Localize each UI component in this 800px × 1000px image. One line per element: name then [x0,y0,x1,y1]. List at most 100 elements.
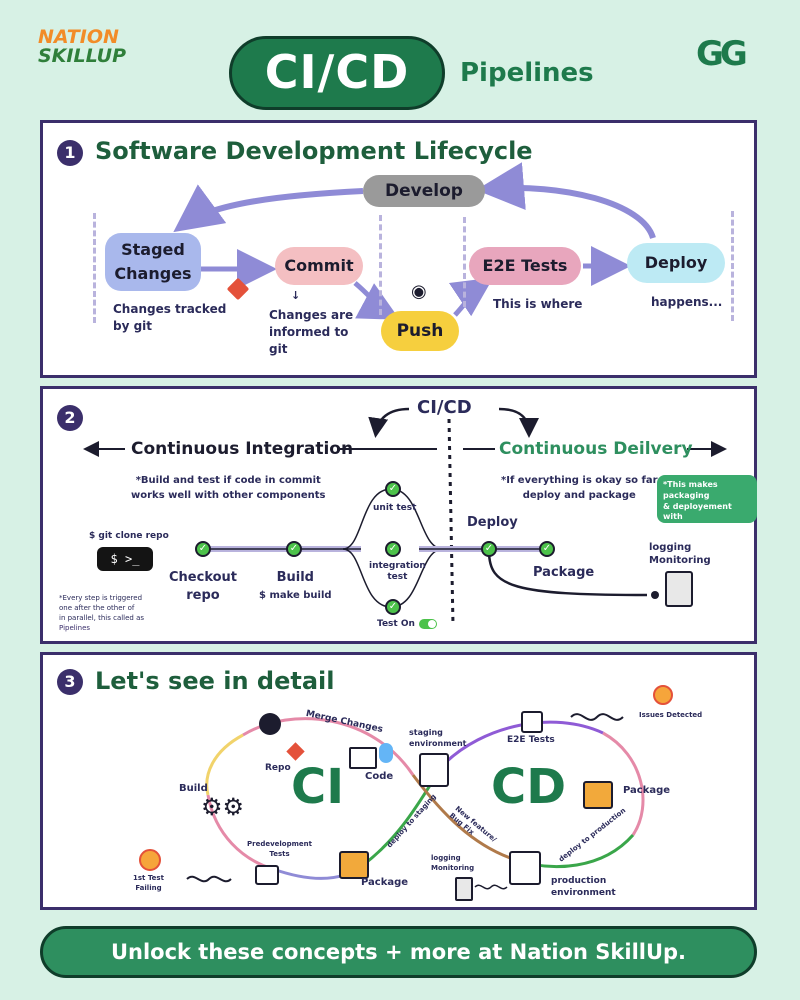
test-toggle[interactable] [419,619,437,629]
logo-line1: NATION [38,26,119,48]
note-staged-line2: by git [113,319,153,333]
ci-note-line1: *Build and test if code in commit [135,475,321,486]
section1-title: Software Development Lifecycle [95,137,533,165]
package-right-label: Package [623,785,671,796]
arrow-cicd-right [498,407,539,438]
first-test-label: 1st Test Failing [133,873,164,893]
package-label: Package [533,565,595,580]
staged-line1: Staged [121,240,185,259]
e2e-tests-label: E2E Tests [507,735,555,745]
integration-label: integration test [369,561,426,583]
section-pipeline: 2 CI/CD Continuous Integration Continuou… [40,386,757,644]
ci-note-line2: works well with other components [131,490,326,501]
note-commit-line2: informed to [269,325,349,339]
note-staged: Changes tracked by git [113,301,226,335]
ci-note: *Build and test if code in commit works … [131,473,326,503]
section2-number: 2 [57,405,83,431]
divider [379,215,382,315]
repo-label: Repo [265,763,291,773]
unit-test-check-icon: ✓ [385,481,401,497]
staging-line1: staging [409,728,443,737]
cd-note-line1: *If everything is okay so far [501,475,658,486]
logo-line2: SKILLUP [38,45,127,67]
note-commit-line3: git [269,342,288,356]
loop-cd-right [602,731,645,836]
e2e-tests-box: E2E Tests [469,247,581,285]
git-clone-text: $ git clone repo [89,531,169,541]
deploy-check-icon: ✓ [481,541,497,557]
arrow-develop-to-staged [173,184,364,233]
pipeline-note-line4: Pipelines [59,624,91,632]
logging-label: logging Monitoring [431,853,474,873]
arrow-push-to-e2e [448,277,494,317]
predev-line1: Predevelopment [247,840,312,848]
alert-badge-icon [139,849,161,871]
arrow-cicd-left [368,407,410,438]
checkout-check-icon: ✓ [195,541,211,557]
footer-banner[interactable]: Unlock these concepts + more at Nation S… [40,926,757,978]
note-commit-line1: Changes are [269,308,354,322]
cicd-label: CI/CD [417,397,472,418]
checkout-line1: Checkout [169,570,238,585]
integration-line2: test [387,572,408,582]
issues-detected-label: Issues Detected [639,711,703,719]
e2e-report-icon [521,711,543,733]
page-subtitle: Pipelines [460,58,594,88]
package-box-icon [583,781,613,809]
logging-line2: Monitoring [431,864,475,872]
build-check-icon: ✓ [286,541,302,557]
squiggle-logging [474,884,508,890]
clipboard-icon [455,877,473,901]
build-label: Build $ make build [259,569,332,605]
nation-skillup-logo: NATION SKILLUP [38,28,126,66]
ci-label: Continuous Integration [131,439,354,459]
checkout-label: Checkout repo [169,569,237,605]
note-commit: Changes are informed to git [269,307,353,358]
pipeline-note-line2: one after the other of [59,604,135,612]
section3-number: 3 [57,669,83,695]
note-staged-line1: Changes tracked [113,302,227,316]
gfg-logo: GG [696,34,748,74]
note-deploy: happens... [651,295,723,309]
logging-line1: logging [431,854,461,862]
squiggle-left [186,875,232,883]
build-line2: $ make build [259,590,332,601]
squiggle-right [570,713,624,721]
gears-icon: ⚙⚙ [201,793,245,821]
speed-note-line2: & deployement with [663,501,732,522]
logging-label: logging Monitoring [649,541,711,567]
down-arrow-icon: ↓ [291,289,301,302]
section-sdlc: 1 Software Development Lifecycle Develop… [40,120,757,378]
gopher-icon [379,743,393,763]
github-icon [259,713,281,735]
predev-line2: Tests [269,850,290,858]
arrow-deploy-to-develop [476,162,656,240]
page-title: CI/CD [229,36,445,110]
build-line1: Build [276,570,314,585]
alert-badge-icon [653,685,673,705]
divider [731,211,734,321]
divider [93,213,96,323]
code-label: Code [365,771,394,782]
pipeline-branch-top [342,488,444,550]
cd-big-label: CD [491,759,567,815]
integration-line1: integration [369,561,426,571]
pipeline-note: *Every step is triggered one after the o… [59,593,144,633]
logging-line1: logging [649,542,692,553]
cd-label: Continuous Deilvery [499,439,693,459]
production-label: production environment [551,875,616,899]
section1-number: 1 [57,140,83,166]
pipeline-lines [83,407,727,626]
note-e2e: This is where [493,297,583,311]
arrow-commit-to-push [353,281,400,320]
server-icon [419,753,449,787]
staging-line2: environment [409,739,467,748]
section-detail: 3 Let's see in detail CI CD Merge Change… [40,652,757,910]
ci-cd-separator [447,418,455,626]
package-left-label: Package [361,877,409,888]
logging-line2: Monitoring [649,555,711,566]
code-editor-icon [349,747,377,769]
deploy-label: Deploy [467,515,518,530]
cd-note: *If everything is okay so far deploy and… [501,473,658,503]
integration-check-icon: ✓ [385,541,401,557]
